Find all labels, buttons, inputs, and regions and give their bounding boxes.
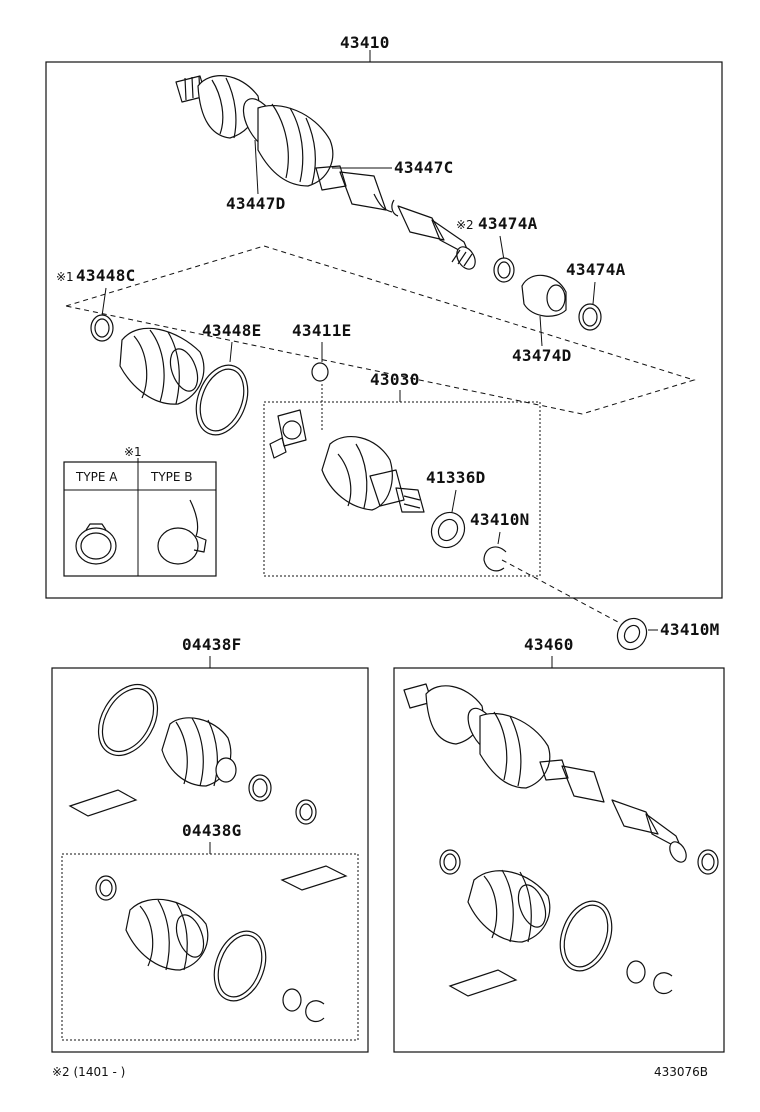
assembly-43460-group: 43460 [393,635,725,1053]
footnote-mark-2: ※2 (1401 - ) [52,1065,125,1079]
mark-1-top: ※1 [56,270,74,284]
kit-43030-box [263,401,541,577]
type-table [63,461,217,577]
grease-pack-04438G [280,865,348,891]
clamp-43460-2 [439,849,461,875]
kit-04438G-box [61,853,359,1041]
clamp-04438G-2 [282,988,302,1012]
part-label-43447D: 43447D [226,194,286,213]
type-a-label: TYPE A [75,470,118,484]
band-04438G [213,930,267,1002]
boot-kit-dashed-outline [65,245,696,415]
mark-2-top: ※2 [456,218,474,232]
tripod-joint-43030 [269,409,425,513]
clamp-04438F-2 [295,799,317,825]
kit-04438F-group: 04438F 04438G [51,635,369,1053]
part-label-43411E: 43411E [292,321,352,340]
boot-43460 [467,870,551,943]
band-43448E [195,364,249,436]
part-label-04438G: 04438G [182,821,242,840]
kit-04438F-box [51,667,369,1053]
assembly-43410-group: 43410 43447C 43447D ※2 43474A [45,33,723,599]
part-label-43410M: 43410M [660,620,720,639]
part-label-43410: 43410 [340,33,390,52]
part-43410M-group: 43410M [501,559,720,651]
part-label-41336D: 41336D [426,468,486,487]
clamp-43460-1 [697,849,719,875]
part-label-43447C: 43447C [394,158,454,177]
boot-04438G [125,898,209,971]
snap-ring-43410N [483,546,507,572]
clamp-type-b [157,527,199,565]
part-label-43474A-top: 43474A [478,214,538,233]
part-label-43448E: 43448E [202,321,262,340]
diagram-code: 433076B [654,1065,708,1079]
snap-ring-04438G [305,1000,325,1023]
clamp-type-a [75,527,117,565]
clamp-04438G-1 [95,875,117,901]
part-label-43474A-right: 43474A [566,260,626,279]
band-04438F [97,684,159,756]
part-label-43460: 43460 [524,635,574,654]
mark-1-table: ※1 [124,445,142,459]
snap-ring-43460 [653,972,673,995]
part-label-43448C: 43448C [76,266,136,285]
part-label-43474D: 43474D [512,346,572,365]
drive-shaft-illustration [175,75,476,270]
grease-pack-43460 [448,969,518,997]
drive-shaft-43460-illustration [403,683,687,863]
seal-43410M [616,617,648,651]
part-label-43410N: 43410N [470,510,530,529]
type-b-label: TYPE B [150,470,193,484]
part-label-04438F: 04438F [182,635,242,654]
part-label-43030: 43030 [370,370,420,389]
clamp-43460-3 [626,960,646,984]
assembly-43460-box [393,667,725,1053]
band-43460 [559,900,613,972]
clamp-43474A-left [493,257,515,283]
grease-pack-04438F [68,789,138,817]
seal-41336D [430,511,466,549]
snap-ring-43411E [311,362,329,382]
assembly-43410-box [45,61,723,599]
